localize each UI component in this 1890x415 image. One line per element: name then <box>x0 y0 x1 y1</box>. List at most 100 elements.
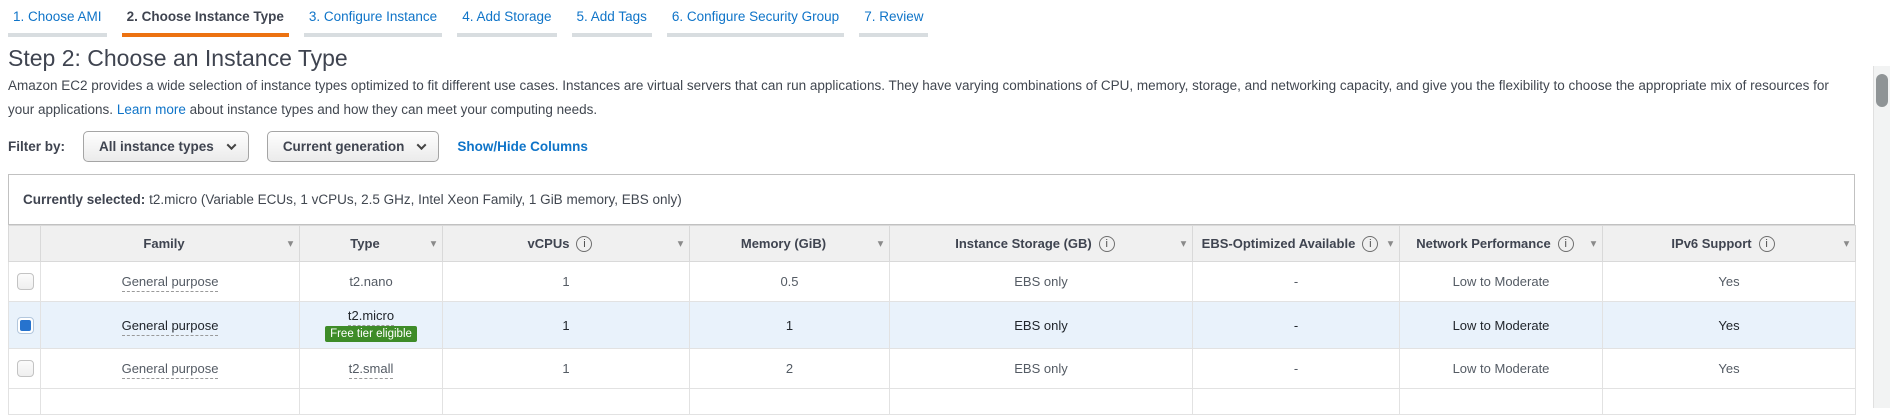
type-cell: t2.small <box>299 348 443 389</box>
chevron-down-icon <box>416 140 427 151</box>
checkbox-checked[interactable] <box>17 316 34 334</box>
memory-cell: 2 <box>689 348 890 389</box>
column-header-ipv6-support[interactable]: IPv6 Support i ▾ <box>1602 225 1856 262</box>
ipv6-support-cell: Yes <box>1602 348 1856 389</box>
wizard-step-tab-5[interactable]: 5. Add Tags <box>571 9 652 37</box>
column-header-label: Instance Storage (GB) <box>955 236 1092 251</box>
vertical-scrollbar[interactable] <box>1873 66 1890 408</box>
instance-type-filter-dropdown[interactable]: All instance types <box>83 131 249 162</box>
sort-caret-icon: ▾ <box>287 238 293 249</box>
currently-selected-value: t2.micro (Variable ECUs, 1 vCPUs, 2.5 GH… <box>149 192 682 207</box>
sort-caret-icon: ▾ <box>1590 238 1596 249</box>
wizard-step-tab-7[interactable]: 7. Review <box>859 9 929 37</box>
sort-caret-icon: ▾ <box>877 238 883 249</box>
vcpus-cell: 1 <box>442 348 690 389</box>
ipv6-support-cell: Yes <box>1602 301 1856 349</box>
instance-storage-cell: EBS only <box>889 261 1193 302</box>
vcpus-cell: 1 <box>442 261 690 302</box>
column-header-memory[interactable]: Memory (GiB) ▾ <box>689 225 890 262</box>
network-performance-cell: Low to Moderate <box>1399 261 1603 302</box>
network-performance-cell: Low to Moderate <box>1399 348 1603 389</box>
column-header-label: EBS-Optimized Available <box>1201 236 1356 251</box>
column-header-label: Family <box>143 236 185 251</box>
info-icon[interactable]: i <box>1362 235 1379 252</box>
network-performance-cell: Low to Moderate <box>1399 301 1603 349</box>
info-icon[interactable]: i <box>1758 235 1775 252</box>
family-cell: General purpose <box>40 301 300 349</box>
ebs-optimized-cell: - <box>1192 301 1400 349</box>
instance-row-partial <box>8 388 1856 415</box>
wizard-steps-nav: 1. Choose AMI 2. Choose Instance Type 3. C… <box>8 0 1890 37</box>
filter-bar: Filter by: All instance types Current ge… <box>8 131 1890 162</box>
sort-caret-icon: ▾ <box>430 238 436 249</box>
wizard-step-tab-6[interactable]: 6. Configure Security Group <box>666 9 845 37</box>
column-header-label: Network Performance <box>1416 236 1551 251</box>
sort-caret-icon: ▾ <box>1843 238 1849 249</box>
column-header-ebs-optimized[interactable]: EBS-Optimized Available i ▾ <box>1192 225 1400 262</box>
memory-cell: 1 <box>689 301 890 349</box>
select-cell[interactable] <box>8 261 41 302</box>
type-label: t2.nano <box>349 274 393 289</box>
show-hide-columns-link[interactable]: Show/Hide Columns <box>457 139 588 154</box>
column-header-network-performance[interactable]: Network Performance i ▾ <box>1399 225 1603 262</box>
column-header-label: Type <box>350 236 380 251</box>
generation-filter-value: Current generation <box>282 139 405 154</box>
family-label: General purpose <box>121 317 219 336</box>
type-label: t2.micro <box>347 308 395 326</box>
family-cell: General purpose <box>40 348 300 389</box>
instance-type-filter-value: All instance types <box>99 139 214 154</box>
column-header-label: Memory (GiB) <box>740 236 827 251</box>
page-description: Amazon EC2 provides a wide selection of … <box>8 74 1856 122</box>
select-column-header <box>8 225 41 262</box>
column-header-type[interactable]: Type ▾ <box>299 225 443 262</box>
info-icon[interactable]: i <box>1098 235 1115 252</box>
page-title: Step 2: Choose an Instance Type <box>8 45 348 71</box>
wizard-step-tab-3[interactable]: 3. Configure Instance <box>303 9 443 37</box>
scrollbar-thumb[interactable] <box>1876 74 1888 107</box>
select-cell[interactable] <box>8 301 41 349</box>
family-label: General purpose <box>121 361 219 379</box>
currently-selected-label: Currently selected: <box>23 192 146 207</box>
free-tier-badge: Free tier eligible <box>325 326 417 342</box>
chevron-down-icon <box>226 140 237 151</box>
checkbox-unchecked[interactable] <box>17 273 34 290</box>
ebs-optimized-cell: - <box>1192 261 1400 302</box>
checkbox-check-mark <box>20 319 31 331</box>
sort-caret-icon: ▾ <box>677 238 683 249</box>
family-label: General purpose <box>121 274 219 292</box>
wizard-step-tab-2[interactable]: 2. Choose Instance Type <box>121 9 289 37</box>
family-cell: General purpose <box>40 261 300 302</box>
info-icon[interactable]: i <box>576 235 593 252</box>
memory-cell: 0.5 <box>689 261 890 302</box>
type-cell: t2.nano <box>299 261 443 302</box>
ipv6-support-cell: Yes <box>1602 261 1856 302</box>
learn-more-link[interactable]: Learn more <box>116 102 186 117</box>
description-text-after-link: about instance types and how they can me… <box>189 102 598 117</box>
ebs-optimized-cell: - <box>1192 348 1400 389</box>
column-header-label: vCPUs <box>527 236 570 251</box>
generation-filter-dropdown[interactable]: Current generation <box>266 131 440 162</box>
column-header-label: IPv6 Support <box>1671 236 1752 251</box>
column-header-family[interactable]: Family ▾ <box>40 225 300 262</box>
description-text: Amazon EC2 provides a wide selection of … <box>8 78 1829 117</box>
filter-by-label: Filter by: <box>8 139 66 154</box>
sort-caret-icon: ▾ <box>1387 238 1393 249</box>
checkbox-unchecked[interactable] <box>17 360 34 377</box>
sort-caret-icon: ▾ <box>1180 238 1186 249</box>
column-header-instance-storage[interactable]: Instance Storage (GB) i ▾ <box>889 225 1193 262</box>
type-label: t2.small <box>348 361 394 379</box>
wizard-step-tab-4[interactable]: 4. Add Storage <box>457 9 557 37</box>
select-cell[interactable] <box>8 348 41 389</box>
info-icon[interactable]: i <box>1557 235 1574 252</box>
instance-storage-cell: EBS only <box>889 348 1193 389</box>
instance-storage-cell: EBS only <box>889 301 1193 349</box>
wizard-step-tab-1[interactable]: 1. Choose AMI <box>8 9 107 37</box>
